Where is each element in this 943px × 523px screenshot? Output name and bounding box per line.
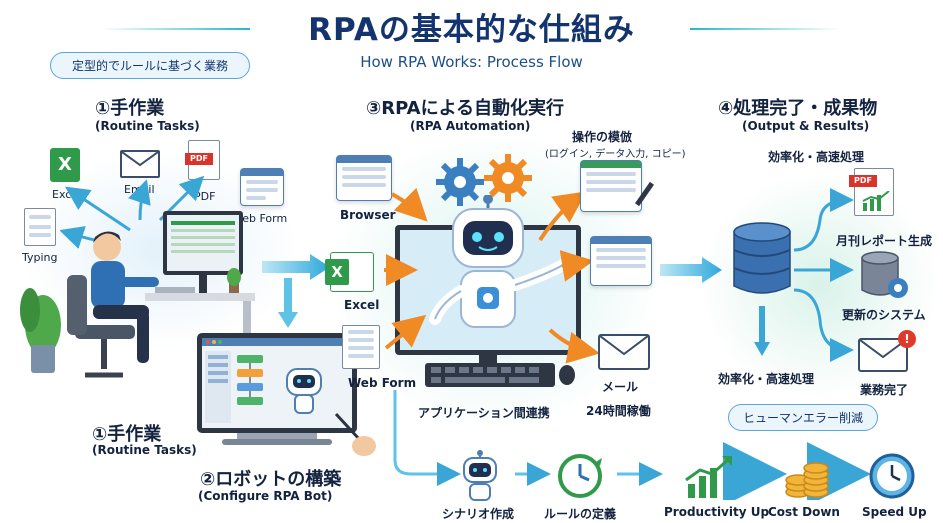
browser-window-icon	[336, 155, 392, 201]
step1-bottom-title: ①手作業	[92, 424, 162, 445]
bot-configuration-screen	[197, 333, 357, 445]
hand-pen-illustration	[334, 412, 376, 456]
human-error-pill: ヒューマンエラー削減	[728, 404, 878, 431]
step2-subtitle: (Configure RPA Bot)	[198, 489, 333, 503]
step4-subtitle: (Output & Results)	[742, 119, 870, 133]
mimic-title: 操作の模倣	[572, 130, 633, 144]
bottom-flow-line	[393, 390, 871, 500]
cost-label: Cost Down	[768, 505, 840, 519]
efficiency-bottom-label: 効率化・高速処理	[718, 372, 815, 386]
done-mail-icon: !	[858, 330, 916, 372]
speed-clock-icon	[869, 453, 915, 499]
page-title: RPAの基本的な仕組み	[308, 12, 635, 48]
data-entry-window-icon	[580, 160, 655, 212]
scenario-label: シナリオ作成	[442, 507, 515, 521]
productivity-chart-icon	[685, 456, 732, 498]
excel-icon-center: X	[325, 252, 374, 292]
orange-flow-arrows	[384, 187, 600, 364]
typing-label: Typing	[22, 251, 58, 264]
step2-title: ②ロボットの構築	[200, 469, 342, 490]
arrow-db-down	[754, 306, 770, 356]
mail-icon-center	[598, 334, 650, 370]
title-line-left	[100, 28, 250, 30]
arrow-desk-to-laptop	[278, 278, 298, 328]
database-icon	[733, 222, 791, 294]
done-label: 業務完了	[860, 383, 909, 397]
step4-title: ④処理完了・成果物	[718, 98, 878, 119]
efficiency-top-label: 効率化・高速処理	[768, 150, 865, 164]
typing-icon	[24, 208, 56, 246]
app-link-label: アプリケーション間連携	[418, 406, 550, 420]
rules-clock-icon	[558, 454, 602, 498]
report-pdf-icon: PDF	[849, 168, 894, 216]
webform-doc-icon-center	[342, 325, 380, 369]
browser-label: Browser	[340, 208, 396, 222]
webform-label-center: Web Form	[348, 376, 417, 390]
webform-label: Web Form	[232, 212, 288, 225]
arrow-step3-to-step4	[660, 257, 722, 283]
webform-icon	[240, 168, 284, 206]
routine-pill: 定型的でルールに基づく業務	[50, 52, 250, 79]
form-window-icon	[590, 236, 652, 286]
excel-icon: X	[50, 148, 80, 182]
productivity-label: Productivity Up	[664, 505, 770, 519]
arrow-step1-to-step3	[262, 254, 330, 280]
pdf-icon: PDF	[185, 140, 220, 180]
step3-title: ③RPAによる自動化実行	[366, 98, 565, 119]
coins-icon	[785, 462, 829, 498]
step1-subtitle: (Routine Tasks)	[95, 119, 200, 133]
page-subtitle: How RPA Works: Process Flow	[360, 53, 583, 71]
step1-bottom-subtitle: (Routine Tasks)	[92, 443, 197, 457]
title-line-right	[690, 28, 840, 30]
system-update-icon	[861, 251, 908, 298]
hours-label: 24時間稼働	[586, 404, 651, 418]
speed-label: Speed Up	[862, 505, 927, 519]
excel-label-center: Excel	[344, 298, 380, 312]
rules-label: ルールの定義	[544, 507, 617, 521]
rpa-robot-monitor-illustration	[395, 195, 581, 387]
step1-title: ①手作業	[95, 98, 165, 119]
step3-subtitle: (RPA Automation)	[410, 119, 531, 133]
system-label: 更新のシステム	[842, 308, 926, 322]
report-label: 月刊レポート生成	[836, 234, 933, 248]
mail-label: メール	[602, 380, 639, 394]
scenario-robot-icon	[463, 450, 497, 501]
output-branch-arrows	[793, 188, 854, 362]
gears-icon	[436, 154, 532, 206]
report-pdf-badge: PDF	[849, 175, 877, 187]
mimic-subtitle: (ログイン, データ入力, コピー)	[545, 149, 686, 160]
email-icon	[120, 150, 160, 178]
